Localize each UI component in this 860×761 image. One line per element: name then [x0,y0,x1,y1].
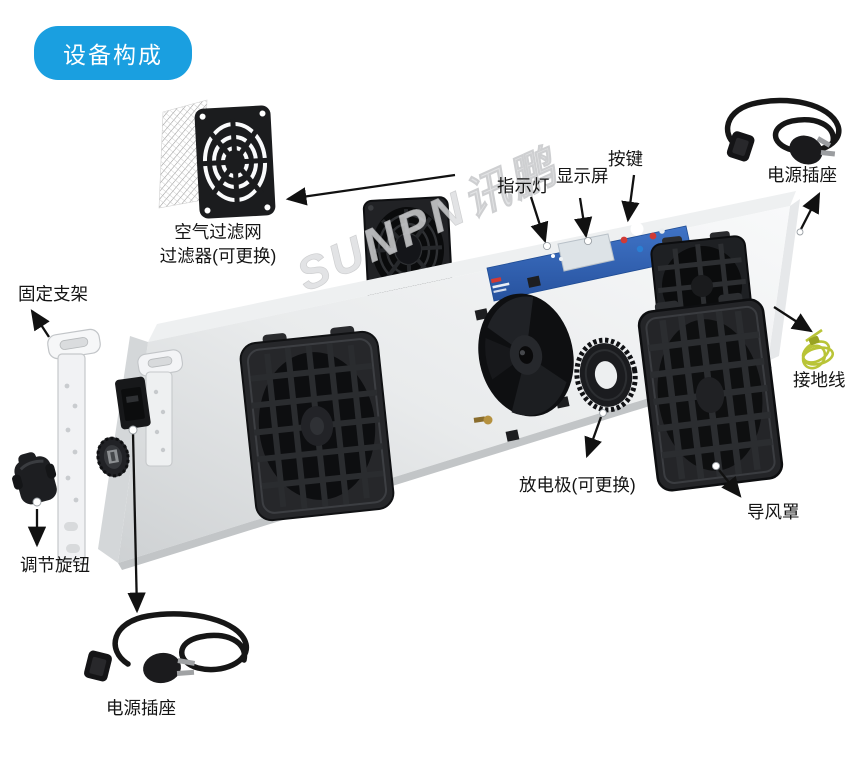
arrow-indicator [529,196,549,244]
brass-screw [473,415,493,425]
discharge-electrode-ring [574,337,638,413]
label-display: 显示屏 [556,166,609,186]
power-plug-top [789,135,836,165]
power-cord-top [725,97,842,165]
label-bracket: 固定支架 [18,284,88,304]
arrow-power-bottom [127,432,146,614]
power-plug-bottom [143,652,196,684]
left-fan-guard [239,326,395,522]
power-cord-bottom [84,611,249,684]
label-electrode: 放电极(可更换) [519,475,636,495]
title-badge: 设备构成 [34,26,192,80]
mount-bracket [47,328,101,563]
label-knob: 调节旋钮 [20,555,90,575]
indicator-leds [551,254,563,261]
callout-arrows [27,173,821,614]
adjust-knob-mounted [96,436,130,478]
label-buttons: 按键 [608,149,643,169]
arrow-display [574,197,593,239]
air-guide-cover [637,292,784,492]
arrow-electrode [584,416,603,459]
arrow-ground [773,306,813,333]
ground-wire [801,328,835,370]
label-power-top: 电源插座 [767,165,837,185]
arrow-power-top [797,191,821,234]
arrow-buttons [621,174,640,223]
callout-anchor-dots [32,228,804,507]
panel-buttons [620,222,665,253]
arrow-bracket [30,309,50,338]
label-air-guide: 导风罩 [747,502,800,522]
label-indicator: 指示灯 [497,176,550,196]
label-power-bottom: 电源插座 [106,698,176,718]
power-inlet [115,376,151,430]
center-fan [473,275,574,442]
label-air-filter-line1: 空气过滤网 [174,222,262,242]
label-air-filter-line2: 过滤器(可更换) [159,245,277,266]
label-ground: 接地线 [793,370,846,390]
arrow-air-filter [285,173,456,206]
adjust-knob [12,452,57,505]
filter-grille [194,105,276,219]
arrow-air-guide [718,469,742,498]
label-air-filter: 空气过滤网 过滤器(可更换) [152,221,284,268]
panel-brand-mark [490,277,510,294]
